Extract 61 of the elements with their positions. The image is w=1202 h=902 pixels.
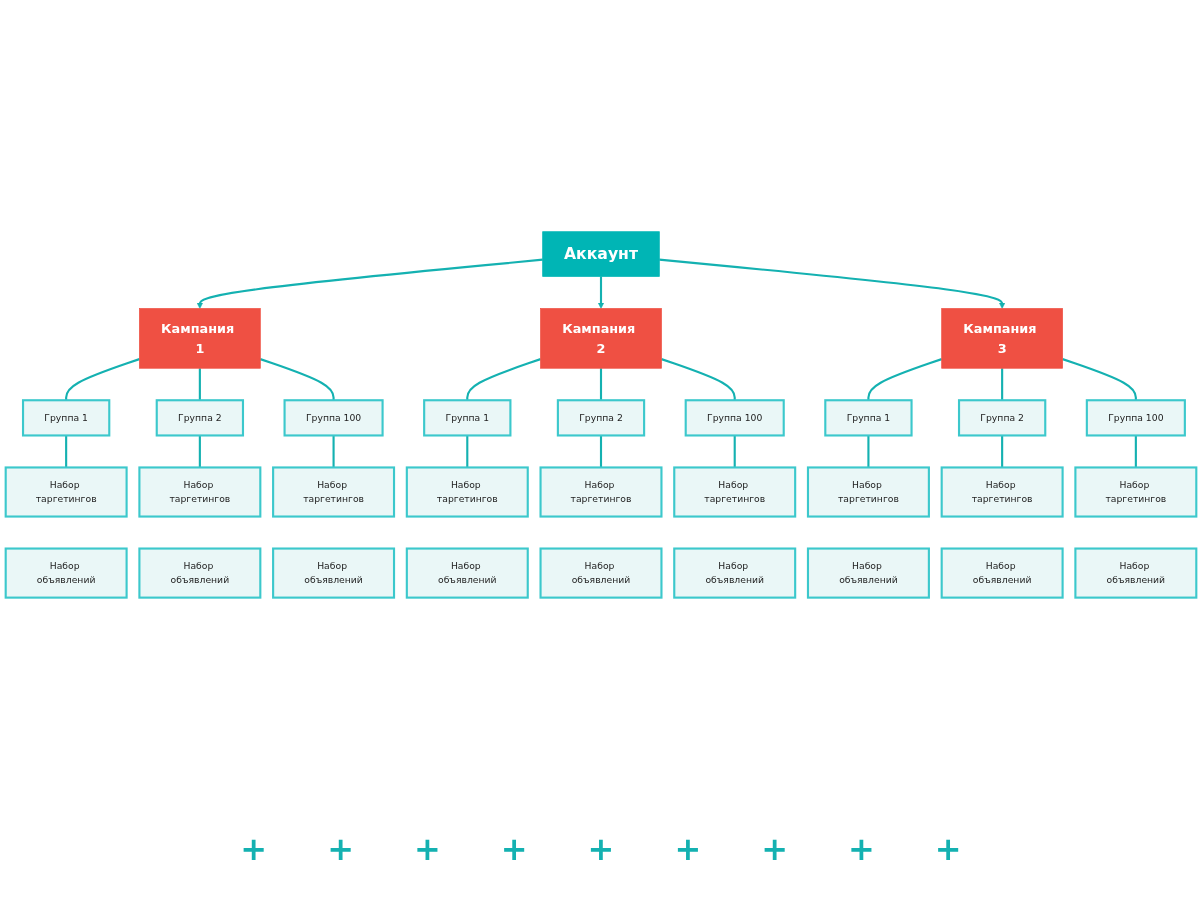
node-box: Кампания 3 — [941, 308, 1063, 369]
plus-sign: + — [674, 830, 702, 868]
node-box: Группа 1 — [824, 399, 913, 437]
node-box: Набор таргетингов — [673, 466, 797, 518]
connector — [867, 358, 943, 401]
connector — [599, 435, 603, 468]
node-box: Группа 2 — [957, 399, 1047, 437]
node-box: Набор таргетингов — [806, 466, 930, 518]
node-box: Набор объявлений — [272, 547, 396, 600]
node-box: Набор таргетингов — [272, 466, 396, 518]
connector — [867, 435, 870, 468]
arrow — [196, 258, 543, 310]
node-box: Кампания 2 — [540, 308, 662, 369]
connector — [661, 358, 736, 401]
node-box: Набор таргетингов — [138, 466, 262, 518]
node-box: Набор объявлений — [138, 547, 262, 600]
node-box: Аккаунт — [542, 231, 660, 278]
node-box: Группа 2 — [155, 399, 245, 437]
connector — [198, 368, 201, 401]
connector — [1134, 435, 1137, 468]
node-box: Набор объявлений — [539, 547, 663, 600]
connector — [332, 435, 335, 468]
connector — [1001, 368, 1004, 401]
node-box: Группа 100 — [1085, 399, 1186, 437]
connector — [1001, 435, 1004, 468]
connector — [259, 358, 335, 401]
node-box: Набор объявлений — [405, 547, 529, 600]
plus-sign: + — [240, 830, 268, 868]
node-box: Набор объявлений — [1074, 547, 1198, 600]
connector — [733, 435, 736, 468]
node-box: Группа 1 — [21, 399, 111, 437]
node-box: Набор таргетингов — [405, 466, 529, 518]
plus-sign: + — [848, 830, 875, 868]
plus-sign: + — [413, 830, 441, 868]
node-box: Набор таргетингов — [940, 466, 1064, 518]
arrow — [597, 276, 605, 310]
node-box: Набор таргетингов — [1074, 466, 1198, 518]
node-box: Набор таргетингов — [4, 466, 128, 518]
node-box: Набор объявлений — [806, 547, 930, 600]
plus-sign: + — [327, 830, 354, 868]
connector — [599, 368, 603, 401]
node-box: Набор объявлений — [940, 547, 1064, 600]
node-box: Набор таргетингов — [539, 466, 663, 518]
plus-sign: + — [934, 830, 962, 868]
connector — [198, 435, 201, 468]
node-box: Набор объявлений — [4, 547, 128, 600]
plus-sign: + — [500, 830, 528, 868]
plus-sign: + — [587, 830, 615, 868]
node-box: Группа 100 — [283, 399, 384, 437]
node-box: Кампания 1 — [139, 308, 261, 369]
connector — [466, 435, 469, 468]
arrow — [659, 258, 1006, 310]
connector — [65, 358, 140, 401]
connector — [1062, 358, 1137, 401]
node-box: Группа 2 — [556, 399, 646, 437]
node-box: Группа 1 — [423, 399, 512, 437]
node-box: Набор объявлений — [673, 547, 797, 600]
node-box: Группа 100 — [684, 399, 785, 437]
connector — [466, 358, 541, 401]
connector — [65, 435, 68, 468]
plus-sign: + — [761, 830, 789, 868]
